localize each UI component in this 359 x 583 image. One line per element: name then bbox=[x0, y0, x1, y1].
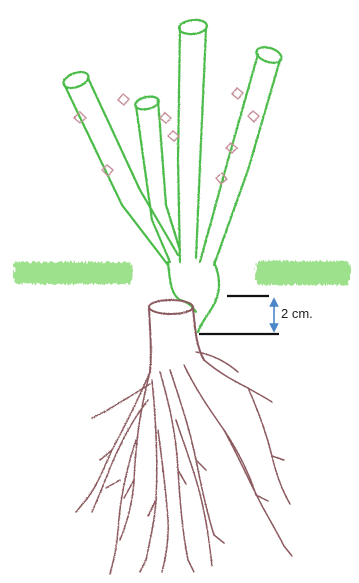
ground-left bbox=[14, 262, 132, 284]
root bbox=[146, 380, 157, 560]
stem-2-tip bbox=[134, 95, 160, 112]
root bbox=[176, 420, 212, 566]
stem-4 bbox=[200, 54, 280, 265]
measurement-label: 2 cm. bbox=[281, 306, 313, 321]
bud bbox=[160, 113, 171, 123]
bud bbox=[118, 94, 129, 105]
bud-group bbox=[74, 88, 259, 184]
stem-3-tip bbox=[178, 19, 207, 36]
root-system bbox=[76, 352, 292, 574]
root bbox=[204, 360, 272, 402]
root bbox=[160, 372, 188, 560]
crown-body bbox=[149, 308, 204, 372]
stem-1 bbox=[64, 78, 178, 265]
stem-2 bbox=[136, 100, 180, 262]
root bbox=[248, 388, 290, 504]
crown-top bbox=[149, 300, 193, 314]
stem-group bbox=[61, 19, 283, 332]
root bbox=[158, 430, 168, 572]
bud bbox=[232, 88, 243, 99]
stem-1-tip bbox=[61, 69, 90, 91]
ground-surface bbox=[14, 261, 350, 285]
root bbox=[120, 372, 150, 540]
measurement-indicator bbox=[199, 296, 279, 334]
stem-3 bbox=[178, 28, 206, 262]
root-fine bbox=[76, 412, 292, 572]
ground-right bbox=[256, 261, 350, 285]
bud bbox=[248, 111, 259, 122]
